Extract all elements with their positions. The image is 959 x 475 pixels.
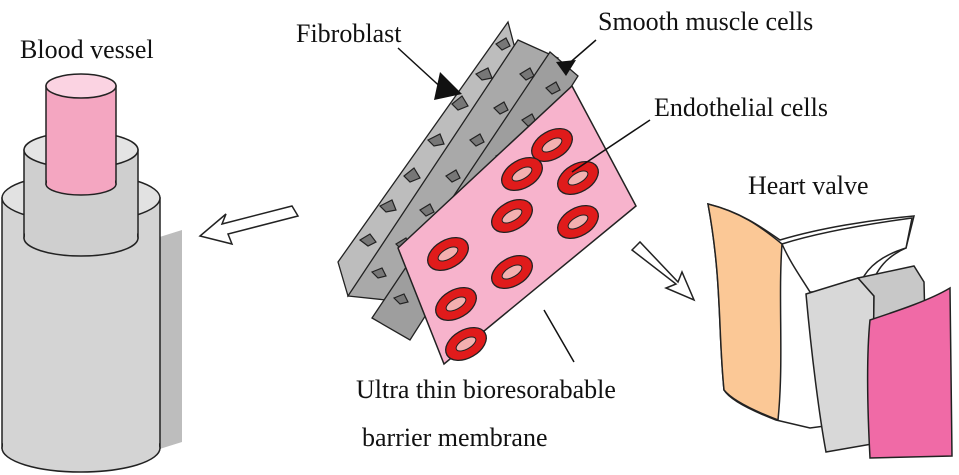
smooth-muscle-label: Smooth muscle cells	[598, 7, 813, 36]
arrow-to-vessel	[200, 206, 298, 244]
membrane-label-line1: Ultra thin bioresorabable	[356, 375, 616, 404]
heart-valve-label: Heart valve	[748, 171, 869, 200]
vessel-middle-fill	[25, 200, 137, 238]
arrow-to-heart-valve	[632, 242, 694, 300]
blood-vessel-illustration	[2, 74, 182, 472]
fibroblast-label: Fibroblast	[296, 19, 402, 48]
membrane-label-line2: barrier membrane	[362, 423, 548, 452]
endothelial-label: Endothelial cells	[654, 93, 828, 122]
vessel-inner-top	[46, 74, 116, 98]
vessel-inner-fill	[47, 150, 115, 184]
blood-vessel-label: Blood vessel	[20, 35, 154, 64]
vessel-outer-fill	[3, 400, 159, 448]
membrane-pointer	[544, 310, 574, 362]
heart-valve-illustration	[708, 204, 952, 458]
valve-leaflet-peach	[708, 204, 782, 420]
layered-membrane-illustration	[338, 22, 636, 367]
